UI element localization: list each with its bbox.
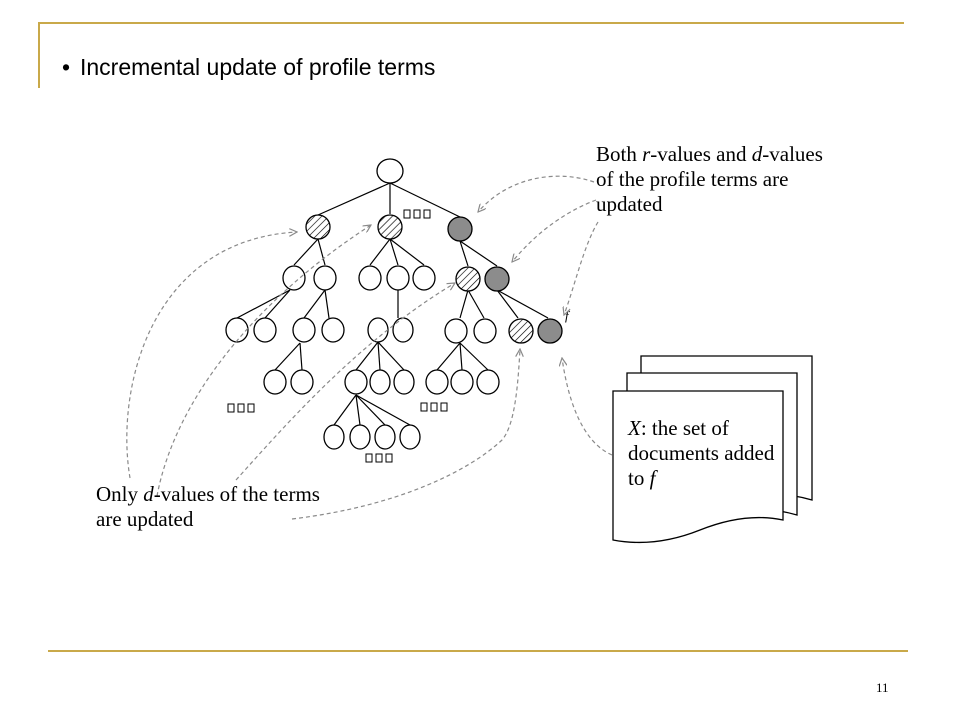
ellipsis-icon <box>227 403 255 413</box>
bottom-rule <box>48 650 908 652</box>
tree-node <box>450 369 474 395</box>
tree-node <box>386 265 410 291</box>
tree-node <box>412 265 436 291</box>
document-stack-icon <box>612 355 813 544</box>
tree-node <box>369 369 391 395</box>
top-rule <box>38 22 904 24</box>
tree-node <box>399 424 421 450</box>
tree-node <box>349 424 371 450</box>
tree-node <box>292 317 316 343</box>
tree-node <box>425 369 449 395</box>
tree-node <box>290 369 314 395</box>
bullet-icon: • <box>62 54 71 80</box>
tree-node <box>321 317 345 343</box>
arrow-doc-to-f <box>562 358 613 456</box>
arrow-only-d-1 <box>126 232 297 479</box>
tree-node <box>225 317 249 343</box>
tree-node <box>476 369 500 395</box>
tree-node <box>253 317 277 343</box>
tree-node-gray <box>447 216 473 242</box>
dashed-arrows <box>126 175 613 520</box>
arrow-only-d-3 <box>235 283 455 481</box>
tree-node <box>444 318 468 344</box>
caption-both-updated: Both r-values and d-values of the profil… <box>596 142 823 216</box>
caption-only-d-updated: Only d-values of the terms are updated <box>96 482 320 531</box>
tree-nodes <box>225 158 563 450</box>
tree-node <box>263 369 287 395</box>
tree-edges <box>236 182 549 426</box>
title-text: Incremental update of profile terms <box>80 54 436 80</box>
tree-node-f-gray <box>537 318 563 344</box>
tree-node <box>473 318 497 344</box>
root-node <box>376 158 404 184</box>
arrow-both-1 <box>478 175 595 212</box>
left-rule <box>38 22 40 88</box>
slide-title: • Incremental update of profile terms <box>62 54 435 81</box>
tree-node-hatched <box>305 214 331 240</box>
page-number: 11 <box>876 680 889 695</box>
arrow-both-3 <box>564 221 599 315</box>
tree-node-gray <box>484 266 510 292</box>
tree-node-hatched <box>455 266 481 292</box>
tree-node <box>358 265 382 291</box>
tree-node <box>313 265 337 291</box>
tree-node <box>367 317 389 343</box>
tree-node <box>323 424 345 450</box>
tree-node <box>393 369 415 395</box>
tree-node <box>282 265 306 291</box>
tree-node-hatched <box>508 318 534 344</box>
ellipsis-icon <box>365 453 393 463</box>
caption-document-set: X: the set of documents added to f <box>628 416 775 490</box>
arrow-only-d-2 <box>156 225 371 497</box>
tree-node <box>374 424 396 450</box>
ellipsis-marks <box>227 209 448 463</box>
ellipsis-icon <box>420 402 448 412</box>
tree-node <box>344 369 368 395</box>
tree-node <box>392 317 414 343</box>
ellipsis-icon <box>403 209 431 219</box>
tree-node-hatched <box>377 214 403 240</box>
arrow-both-2 <box>512 199 597 262</box>
